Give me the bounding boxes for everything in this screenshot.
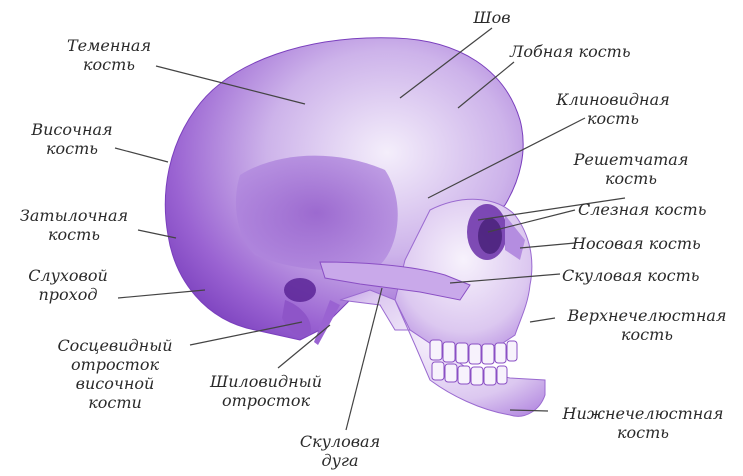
ear-canal-shape xyxy=(284,278,316,302)
teeth xyxy=(430,340,517,385)
temporal-region xyxy=(236,156,398,271)
label-zygomatic: Скуловая кость xyxy=(562,266,699,285)
label-suture: Шов xyxy=(468,8,516,27)
label-lacrimal: Слезная кость xyxy=(578,200,706,219)
label-nasal: Носовая кость xyxy=(572,234,701,253)
label-frontal: Лобная кость xyxy=(510,42,631,61)
orbit-inner xyxy=(478,218,502,254)
